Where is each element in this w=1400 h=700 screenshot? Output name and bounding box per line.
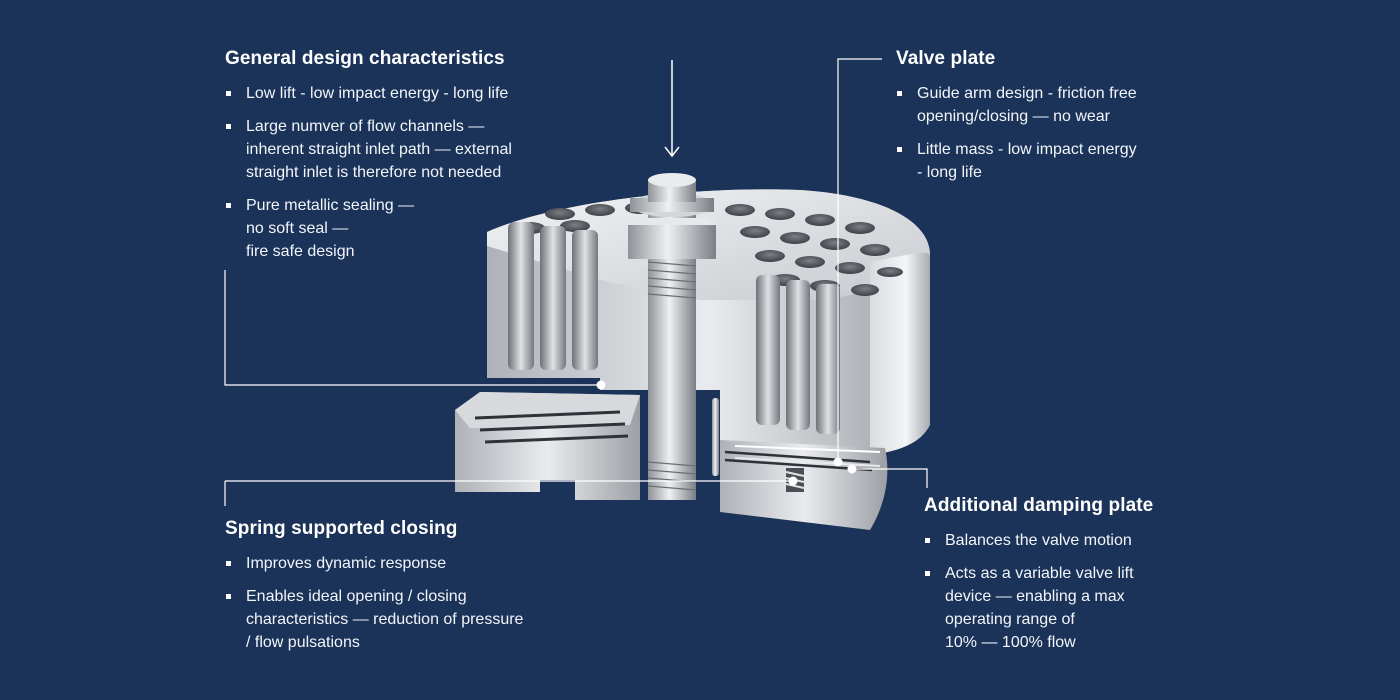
flow-direction-arrow-icon: [664, 60, 680, 158]
list-item: Acts as a variable valve lift device — e…: [924, 562, 1204, 654]
damping-plate-title: Additional damping plate: [924, 495, 1154, 516]
general-design-section: General design characteristics Low lift …: [225, 48, 555, 273]
valve-seat: [487, 189, 930, 456]
valve-plate-section: Valve plate Guide arm design - friction …: [896, 48, 1186, 194]
valve-plate-list: Guide arm design - friction free opening…: [896, 82, 1186, 184]
general-callout-line: [224, 270, 601, 386]
callout-dot-icon: [596, 380, 857, 486]
spring-element: [785, 468, 805, 492]
list-item: Low lift - low impact energy - long life: [225, 82, 555, 105]
list-item: Balances the valve motion: [924, 529, 1204, 552]
right-flow-channels: [756, 275, 840, 434]
list-item: Guide arm design - friction free opening…: [896, 82, 1186, 128]
spring-supported-list: Improves dynamic response Enables ideal …: [225, 552, 565, 654]
left-flow-channels: [508, 222, 598, 370]
list-item: Enables ideal opening / closing characte…: [225, 585, 565, 654]
callout-lines: [224, 58, 928, 506]
list-item: Pure metallic sealing — no soft seal — f…: [225, 194, 555, 263]
damping-plate-section: Additional damping plate Balances the va…: [924, 495, 1204, 664]
guide-pin: [712, 398, 719, 476]
damping-plate: [734, 457, 881, 467]
general-design-title: General design characteristics: [225, 48, 505, 69]
valve-plate-title: Valve plate: [896, 48, 996, 69]
center-bolt: [628, 173, 716, 500]
spring-supported-title: Spring supported closing: [225, 518, 458, 539]
general-design-list: Low lift - low impact energy - long life…: [225, 82, 555, 263]
damping-plate-list: Balances the valve motion Acts as a vari…: [924, 529, 1204, 654]
damping-callout-line: [852, 468, 928, 488]
spring-supported-section: Spring supported closing Improves dynami…: [225, 518, 565, 664]
valve-plate: [734, 445, 881, 453]
valve-callout-line: [837, 58, 882, 461]
list-item: Large numver of flow channels — inherent…: [225, 115, 555, 184]
list-item: Little mass - low impact energy - long l…: [896, 138, 1186, 184]
list-item: Improves dynamic response: [225, 552, 565, 575]
